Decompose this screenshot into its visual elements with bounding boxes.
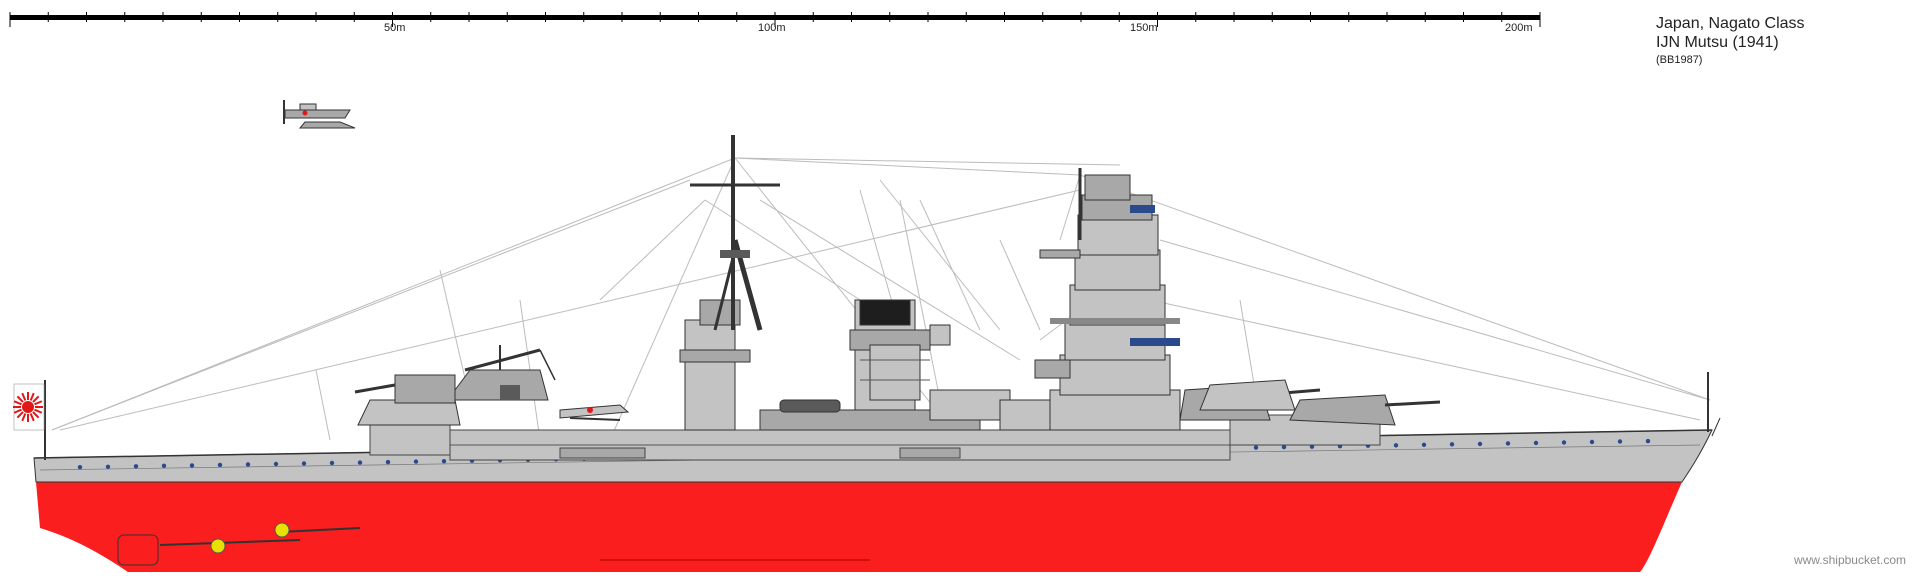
flag-ray [29, 413, 35, 422]
main-mast [679, 135, 780, 431]
scale-label-200m: 200m [1505, 22, 1533, 34]
flag-ray [29, 392, 35, 401]
porthole [1505, 441, 1511, 446]
scale-label-150m: 150m [1130, 22, 1158, 34]
porthole [1421, 442, 1427, 447]
rigging-wires [51, 157, 1711, 441]
watermark-text: www.shipbucket.com [1793, 553, 1906, 567]
porthole [273, 461, 279, 467]
porthole [357, 460, 363, 465]
porthole [1533, 440, 1539, 446]
porthole [105, 464, 111, 469]
porthole [189, 463, 195, 468]
flag-ray [34, 408, 43, 414]
porthole [1309, 444, 1315, 449]
porthole [329, 460, 335, 466]
aircraft-crane [464, 345, 556, 381]
porthole [1253, 445, 1259, 450]
porthole [413, 459, 419, 464]
scale-ticks [9, 12, 1541, 27]
flag-ray [34, 400, 43, 406]
ensign-flag [13, 380, 46, 460]
pagoda-foremast [1034, 168, 1181, 431]
porthole [1561, 440, 1567, 445]
main-deck [369, 414, 1381, 461]
flag-ray [21, 413, 27, 422]
forward-turrets [1179, 379, 1441, 426]
flag-ray [13, 408, 22, 414]
ship-name-title: IJN Mutsu (1941) [1656, 34, 1779, 51]
porthole [301, 461, 307, 466]
porthole [1449, 442, 1455, 447]
porthole [1281, 444, 1287, 450]
porthole [441, 459, 447, 464]
porthole [217, 462, 223, 468]
aft-turrets [354, 369, 549, 426]
artist-credit: (BB1987) [1656, 54, 1703, 66]
porthole [385, 459, 391, 465]
porthole [133, 464, 139, 469]
ship-class-title: Japan, Nagato Class [1656, 15, 1805, 32]
scale-bar [9, 12, 1541, 27]
porthole [1477, 441, 1483, 447]
porthole [1393, 443, 1399, 448]
porthole [1589, 439, 1595, 445]
flag-ray [32, 411, 40, 419]
jackstaff-bow [1707, 372, 1721, 437]
porthole [1617, 439, 1623, 444]
scale-label-50m: 50m [384, 22, 406, 34]
porthole [161, 463, 167, 468]
title-block: Japan, Nagato Class IJN Mutsu (1941) (BB… [1656, 14, 1805, 68]
flag-ray [13, 400, 22, 406]
porthole [1645, 438, 1651, 444]
flag-ray [16, 395, 24, 403]
flag-ray [32, 395, 40, 403]
floatplane-deck [559, 404, 630, 421]
flag-ray [21, 392, 27, 401]
scale-label-100m: 100m [758, 22, 786, 34]
floatplane-flying [283, 100, 356, 129]
flag-ray [16, 411, 24, 419]
porthole [245, 462, 251, 467]
porthole [77, 465, 83, 470]
